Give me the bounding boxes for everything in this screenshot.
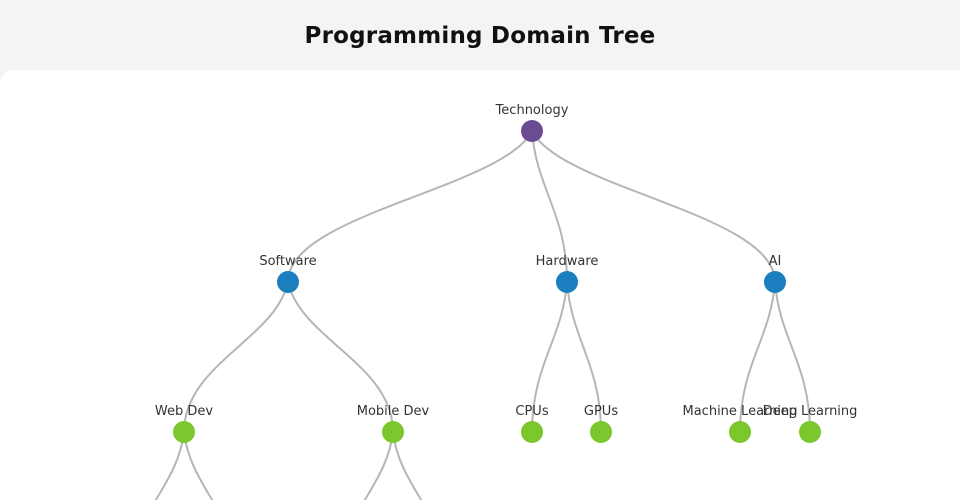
node-label-gpus: GPUs	[584, 404, 618, 419]
tree-node-machine-learning[interactable]	[729, 421, 751, 443]
tree-node-cpus[interactable]	[521, 421, 543, 443]
tree-edge-hardware-cpus	[531, 281, 568, 433]
tree-edge-technology-hardware	[531, 130, 568, 283]
tree-edge-mobile-dev-offscreen-3	[392, 431, 423, 500]
tree-edge-technology-ai	[531, 130, 776, 283]
tree-node-hardware[interactable]	[556, 271, 578, 293]
tree-node-technology[interactable]	[521, 120, 543, 142]
tree-node-web-dev[interactable]	[173, 421, 195, 443]
tree-node-gpus[interactable]	[590, 421, 612, 443]
edges-layer	[154, 130, 811, 500]
nodes-layer	[173, 120, 821, 443]
chart-header: Programming Domain Tree	[0, 0, 960, 70]
node-label-mobile-dev: Mobile Dev	[357, 404, 430, 419]
tree-edge-software-mobile-dev	[287, 281, 394, 433]
tree-node-deep-learning[interactable]	[799, 421, 821, 443]
tree-edge-ai-deep-learning	[774, 281, 811, 433]
tree-node-mobile-dev[interactable]	[382, 421, 404, 443]
tree-edge-ai-machine-learning	[739, 281, 776, 433]
node-label-technology: Technology	[495, 103, 569, 118]
node-label-deep-learning: Deep Learning	[763, 404, 858, 419]
node-label-cpus: CPUs	[515, 404, 548, 419]
tree-edge-mobile-dev-offscreen-2	[363, 431, 394, 500]
tree-edge-web-dev-offscreen-1	[183, 431, 214, 500]
node-label-machine-learning: Machine Learning	[683, 404, 798, 419]
node-label-web-dev: Web Dev	[155, 404, 213, 419]
tree-node-ai[interactable]	[764, 271, 786, 293]
tree-edge-web-dev-offscreen-0	[154, 431, 185, 500]
node-label-software: Software	[259, 254, 316, 269]
tree-edge-technology-software	[287, 130, 533, 283]
chart-title: Programming Domain Tree	[304, 23, 656, 49]
tree-node-software[interactable]	[277, 271, 299, 293]
tree-edge-hardware-gpus	[566, 281, 602, 433]
node-label-ai: AI	[769, 254, 782, 269]
tree-edge-software-web-dev	[183, 281, 289, 433]
node-label-hardware: Hardware	[536, 254, 599, 269]
